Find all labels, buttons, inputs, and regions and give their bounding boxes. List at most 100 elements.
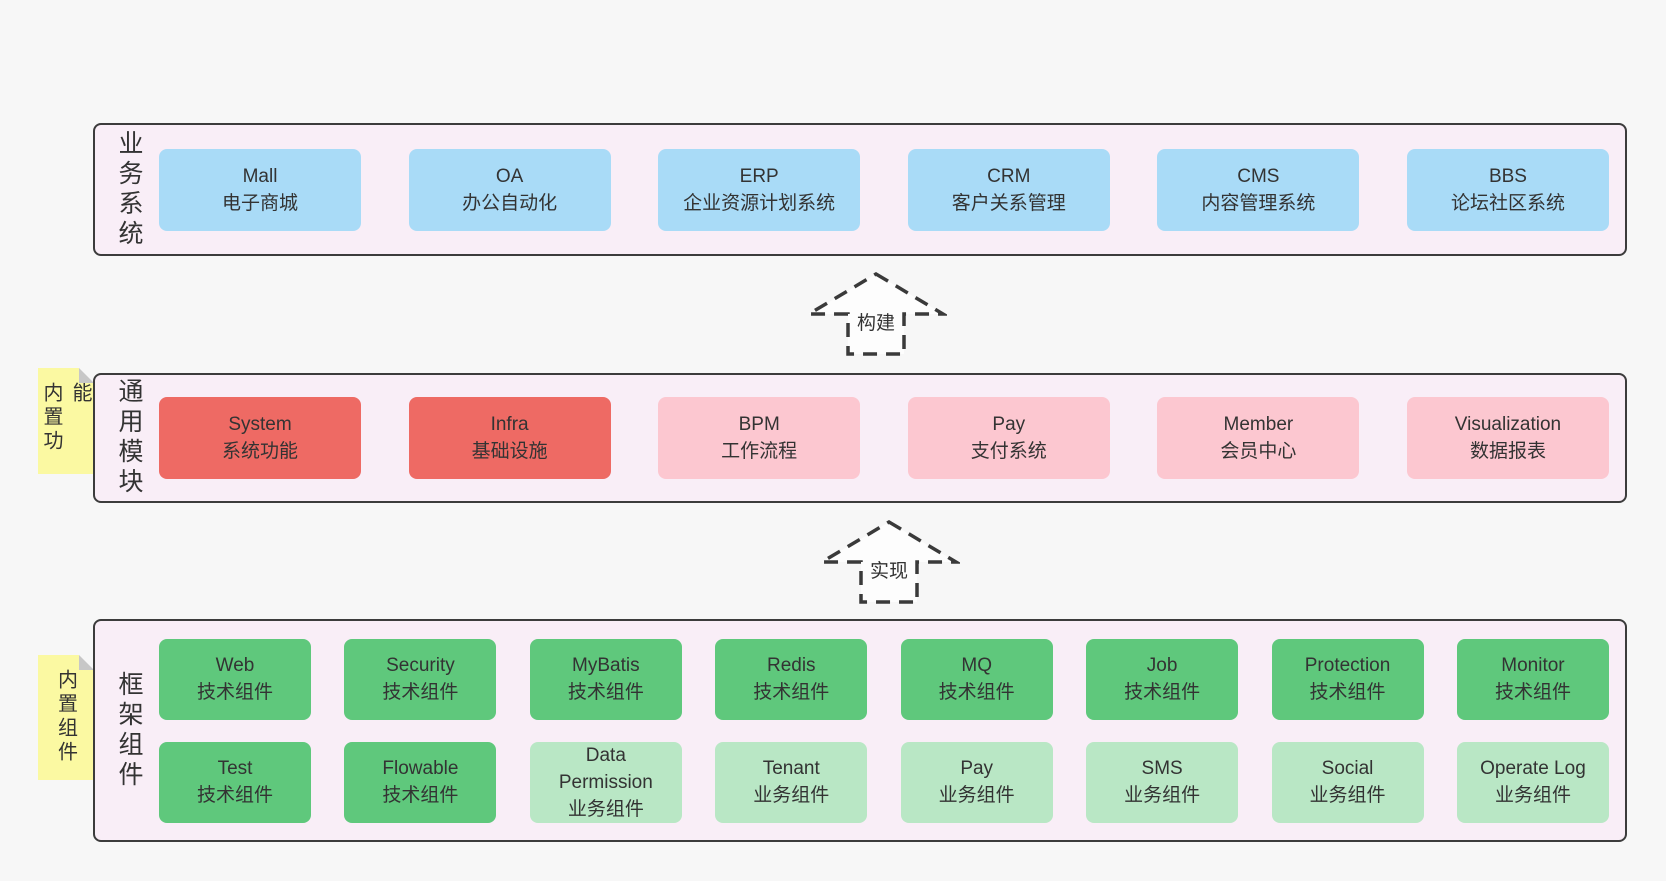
- card-subtitle: 办公自动化: [462, 192, 558, 214]
- card-subtitle: 业务组件: [1494, 785, 1571, 806]
- card-job: Job 技术组件: [1086, 638, 1239, 720]
- card-subtitle: 企业资源计划系统: [683, 192, 836, 214]
- card-oa: OA 办公自动化: [408, 148, 611, 231]
- card-title: Operate Log: [1480, 758, 1586, 779]
- sticky-label: 内置功能: [40, 382, 91, 454]
- card-title: Visualization: [1454, 414, 1562, 435]
- card-title: MQ: [961, 655, 992, 676]
- card-visualization: Visualization 数据报表: [1406, 397, 1609, 479]
- card-web: Web 技术组件: [159, 638, 311, 720]
- arrow-build-label: 构建: [854, 308, 898, 335]
- card-subtitle: 技术组件: [196, 682, 273, 703]
- card-title: Social: [1321, 758, 1374, 779]
- card-subtitle: 电子商城: [221, 192, 298, 214]
- card-subtitle: 基础设施: [471, 441, 548, 462]
- card-title: Flowable: [382, 758, 459, 779]
- card-title: Data Permission: [558, 744, 653, 793]
- card-title: Job: [1146, 655, 1178, 676]
- card-subtitle: 技术组件: [382, 682, 459, 703]
- sticky-label: 内置组件: [54, 669, 77, 765]
- sticky-fold-icon: [79, 368, 94, 383]
- card-title: OA: [495, 165, 524, 187]
- side-label-common-modules: 通用模块: [115, 378, 143, 498]
- card-sms: SMS 业务组件: [1086, 741, 1239, 823]
- card-title: System: [228, 414, 292, 435]
- card-title: Tenant: [762, 758, 820, 779]
- business-cards-row: Mall 电子商城 OA 办公自动化 ERP 企业资源计划系统 CRM 客户关系…: [147, 148, 1625, 231]
- card-test: Test 技术组件: [159, 741, 311, 823]
- card-title: BBS: [1488, 165, 1527, 187]
- panel-business-systems: 业务系统 Mall 电子商城 OA 办公自动化 ERP 企业资源计划系统 CRM…: [93, 123, 1627, 256]
- module-cards-row: System 系统功能 Infra 基础设施 BPM 工作流程 Pay 支付系统…: [147, 397, 1625, 479]
- card-subtitle: 技术组件: [1309, 682, 1386, 703]
- card-subtitle: 业务组件: [938, 785, 1015, 806]
- card-subtitle: 系统功能: [221, 441, 298, 462]
- card-title: SMS: [1141, 758, 1183, 779]
- sticky-note-builtin-components: 内置组件: [38, 655, 94, 780]
- side-label-business-systems: 业务系统: [115, 129, 143, 250]
- card-cms: CMS 内容管理系统: [1157, 148, 1360, 231]
- card-crm: CRM 客户关系管理: [907, 148, 1110, 231]
- card-flowable: Flowable 技术组件: [344, 741, 497, 823]
- card-title: BPM: [738, 414, 780, 435]
- component-cards-row-1: Web 技术组件 Security 技术组件 MyBatis 技术组件 Redi…: [159, 638, 1609, 720]
- panel-framework-components: 框架组件 Web 技术组件 Security 技术组件 MyBatis 技术组件…: [93, 619, 1627, 842]
- card-subtitle: 技术组件: [382, 785, 459, 806]
- card-title: Member: [1223, 414, 1294, 435]
- card-security: Security 技术组件: [344, 638, 497, 720]
- card-subtitle: 技术组件: [938, 682, 1015, 703]
- arrow-implement: 实现: [818, 518, 960, 606]
- card-subtitle: 工作流程: [721, 441, 798, 462]
- card-title: Monitor: [1501, 655, 1565, 676]
- card-title: Pay: [992, 414, 1026, 435]
- card-system: System 系统功能: [159, 397, 361, 479]
- card-title: Infra: [490, 414, 529, 435]
- card-monitor: Monitor 技术组件: [1456, 638, 1609, 720]
- card-subtitle: 客户关系管理: [951, 192, 1066, 214]
- card-subtitle: 业务组件: [567, 798, 644, 820]
- card-mybatis: MyBatis 技术组件: [529, 638, 682, 720]
- card-title: CRM: [987, 165, 1031, 187]
- card-tenant: Tenant 业务组件: [715, 741, 868, 823]
- sticky-note-builtin-features: 内置功能: [38, 368, 94, 474]
- card-title: Redis: [766, 655, 816, 676]
- card-subtitle: 论坛社区系统: [1450, 192, 1565, 214]
- card-mq: MQ 技术组件: [900, 638, 1053, 720]
- card-subtitle: 技术组件: [1494, 682, 1571, 703]
- card-bbs: BBS 论坛社区系统: [1406, 148, 1609, 231]
- card-title: Pay: [960, 758, 994, 779]
- card-subtitle: 技术组件: [567, 682, 644, 703]
- component-rows: Web 技术组件 Security 技术组件 MyBatis 技术组件 Redi…: [147, 638, 1625, 823]
- card-protection: Protection 技术组件: [1271, 638, 1424, 720]
- card-subtitle: 技术组件: [753, 682, 830, 703]
- arrow-implement-label: 实现: [867, 556, 911, 583]
- card-subtitle: 内容管理系统: [1201, 192, 1316, 214]
- card-title: MyBatis: [572, 655, 640, 676]
- card-pay-biz: Pay 业务组件: [900, 741, 1053, 823]
- card-title: Test: [217, 758, 253, 779]
- card-pay: Pay 支付系统: [907, 397, 1110, 479]
- card-subtitle: 支付系统: [970, 441, 1047, 462]
- card-title: CMS: [1237, 165, 1280, 187]
- card-redis: Redis 技术组件: [715, 638, 868, 720]
- card-subtitle: 会员中心: [1220, 441, 1297, 462]
- card-subtitle: 数据报表: [1469, 441, 1546, 462]
- card-social: Social 业务组件: [1271, 741, 1424, 823]
- card-member: Member 会员中心: [1157, 397, 1360, 479]
- card-erp: ERP 企业资源计划系统: [658, 148, 861, 231]
- card-title: Mall: [242, 165, 278, 187]
- card-subtitle: 技术组件: [196, 785, 273, 806]
- card-title: Security: [386, 655, 455, 676]
- card-title: Protection: [1304, 655, 1391, 676]
- sticky-fold-icon: [79, 655, 94, 670]
- card-operate-log: Operate Log 业务组件: [1456, 741, 1609, 823]
- card-subtitle: 业务组件: [1124, 785, 1201, 806]
- card-bpm: BPM 工作流程: [658, 397, 861, 479]
- panel-common-modules: 通用模块 System 系统功能 Infra 基础设施 BPM 工作流程 Pay…: [93, 373, 1627, 503]
- card-subtitle: 业务组件: [1309, 785, 1386, 806]
- card-subtitle: 技术组件: [1124, 682, 1201, 703]
- side-label-framework-components: 框架组件: [115, 670, 143, 791]
- card-subtitle: 业务组件: [753, 785, 830, 806]
- card-infra: Infra 基础设施: [408, 397, 611, 479]
- component-cards-row-2: Test 技术组件 Flowable 技术组件 Data Permission …: [159, 741, 1609, 823]
